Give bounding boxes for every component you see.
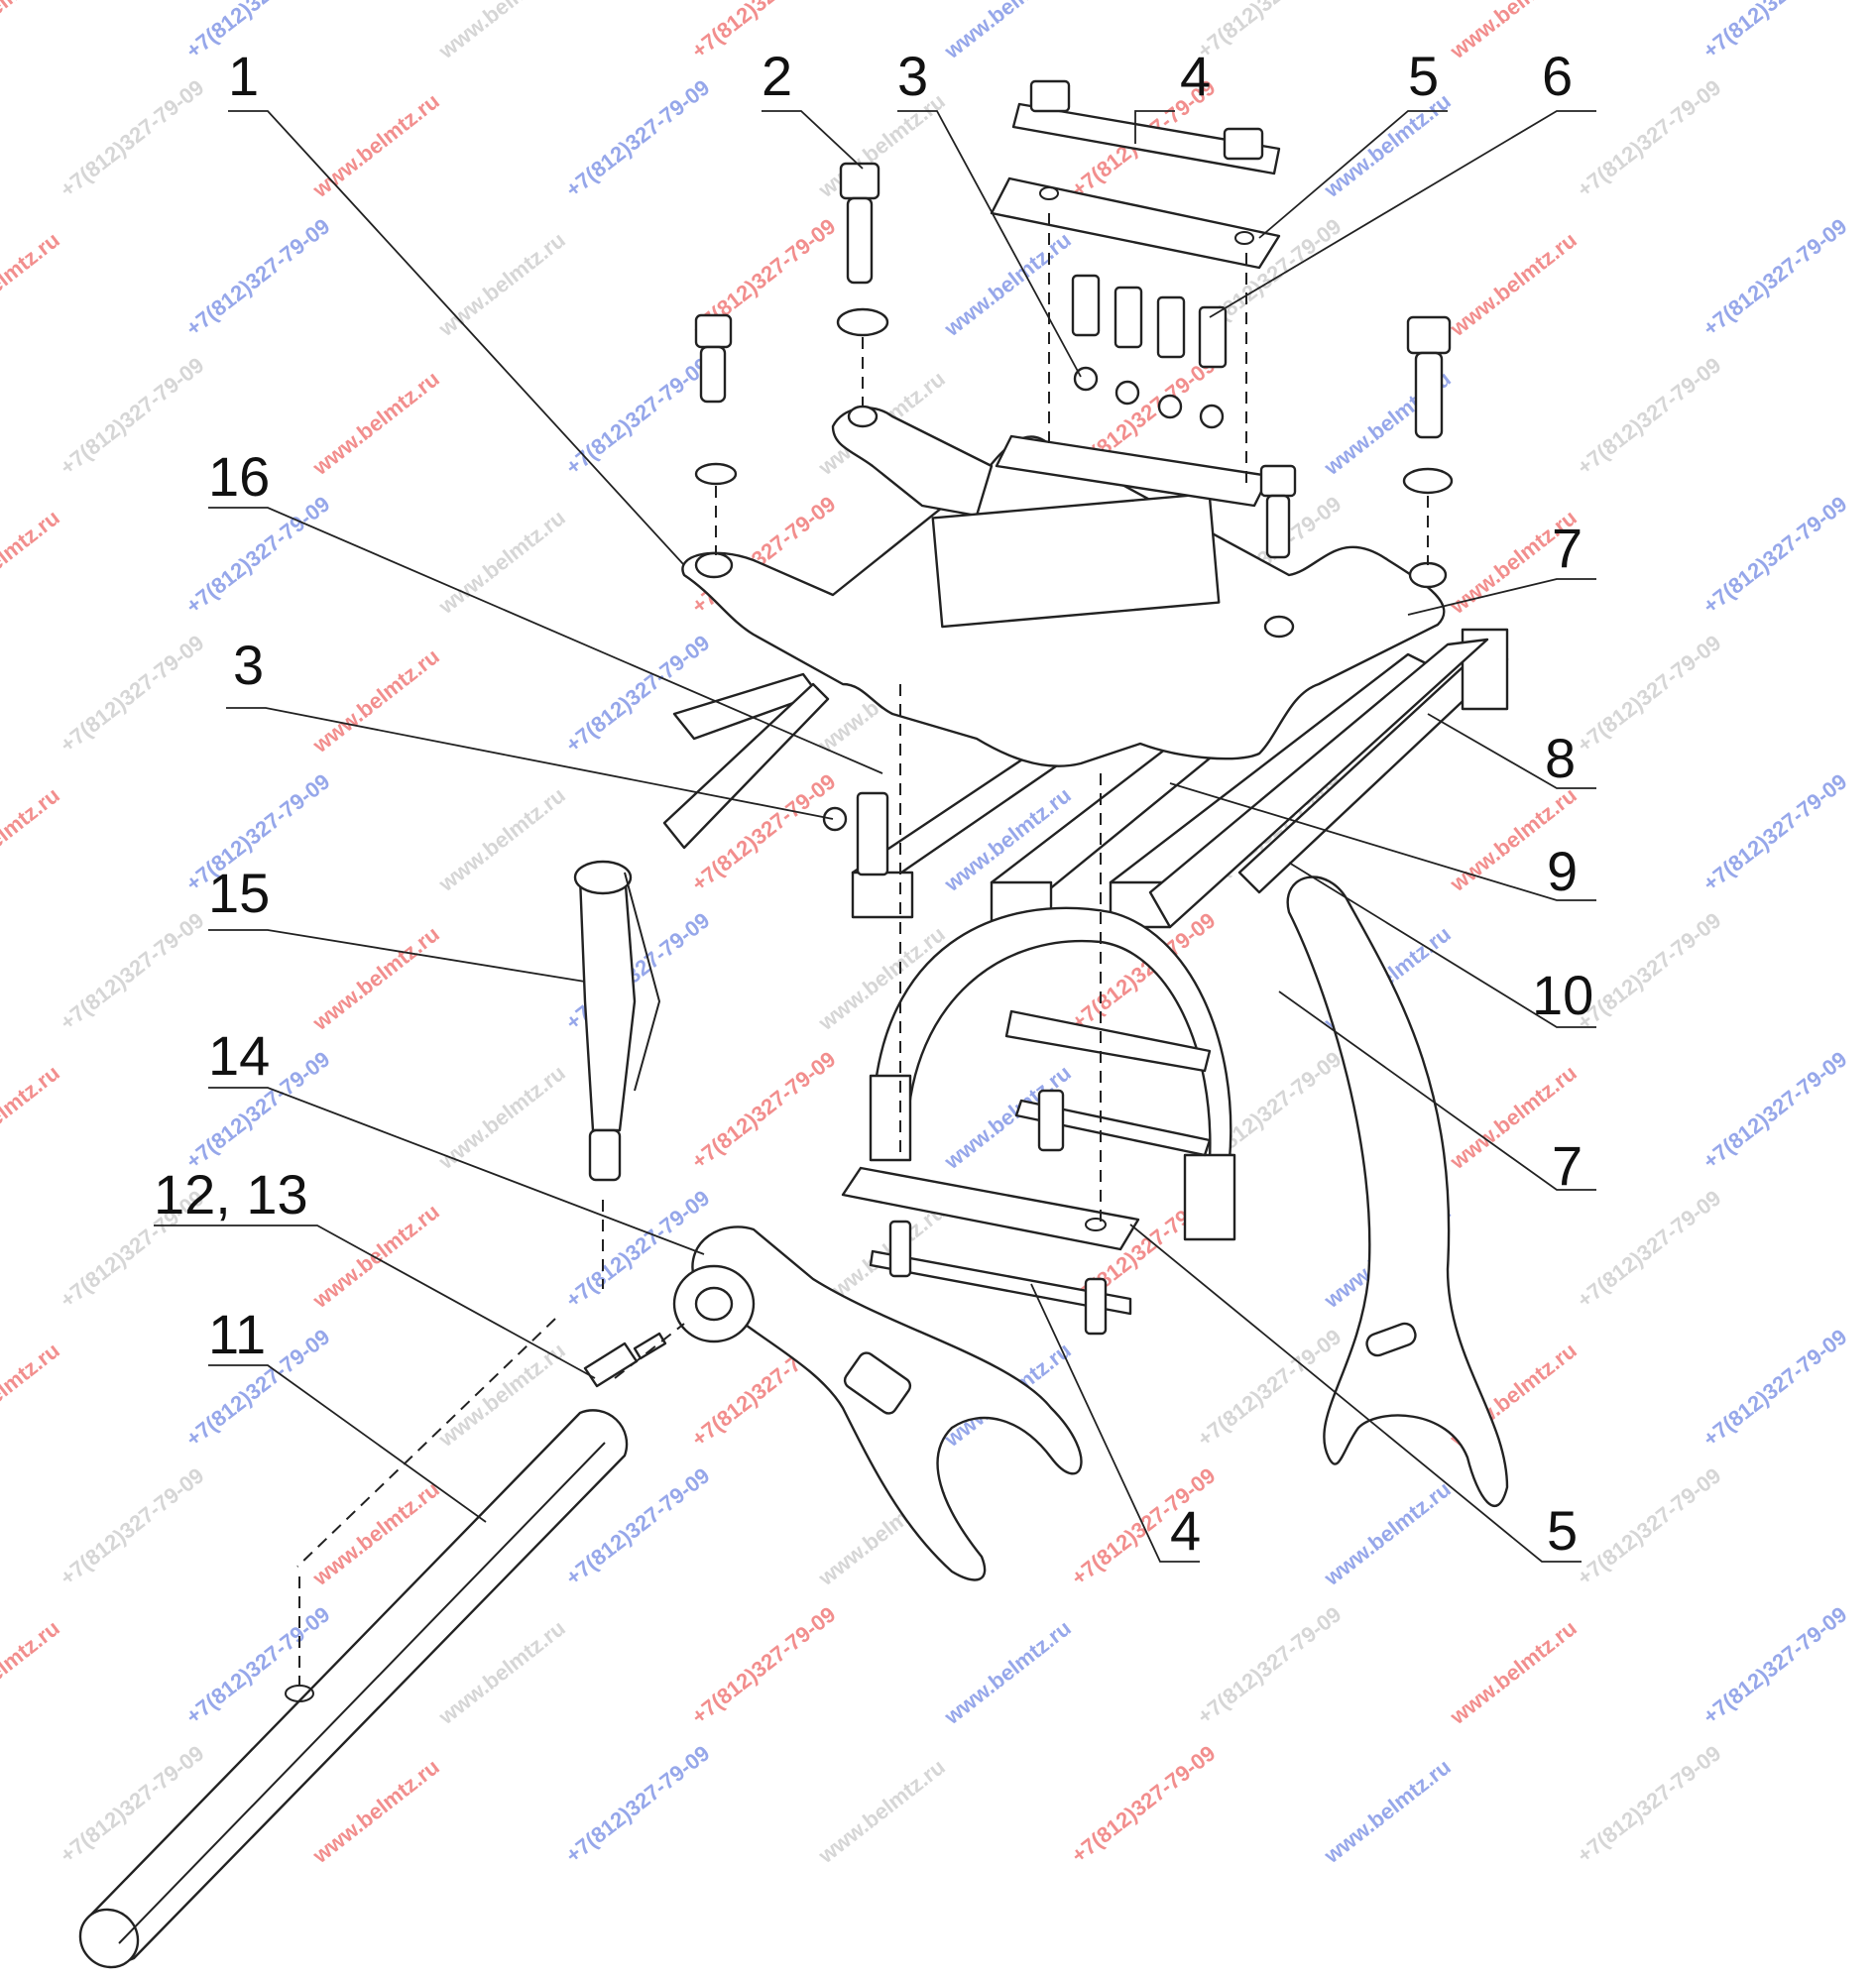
watermark-text: +7(812)327-79-09 — [1573, 907, 1726, 1035]
watermark-text: www.belmtz.ru — [0, 227, 64, 341]
watermark-text: www.belmtz.ru — [1319, 1476, 1456, 1590]
watermark-text: www.belmtz.ru — [433, 0, 570, 64]
watermark-text: www.belmtz.ru — [939, 0, 1076, 64]
watermark-text: +7(812)327-79-09 — [1573, 1185, 1726, 1313]
watermark-text: www.belmtz.ru — [307, 643, 444, 758]
watermark-text: +7(812)327-79-09 — [1067, 1740, 1221, 1868]
callout-5-bottom: 5 — [1547, 1499, 1578, 1562]
watermark-text: www.belmtz.ru — [0, 1615, 64, 1729]
callout-2: 2 — [762, 45, 792, 107]
watermark-text: www.belmtz.ru — [0, 0, 64, 64]
watermark-layer: www.belmtz.ru+7(812)327-79-09www.belmtz.… — [0, 0, 1851, 1869]
watermark-text: +7(812)327-79-09 — [1573, 1740, 1726, 1868]
watermark-text: www.belmtz.ru — [0, 1060, 64, 1174]
watermark-text: +7(812)327-79-09 — [687, 1601, 841, 1729]
leader-lines — [154, 110, 1596, 1563]
watermark-text: +7(812)327-79-09 — [1193, 1601, 1347, 1729]
watermark-text: +7(812)327-79-09 — [1699, 768, 1852, 896]
watermark-text: +7(812)327-79-09 — [1573, 352, 1726, 480]
callout-3-mid: 3 — [233, 634, 264, 696]
watermark-text: www.belmtz.ru — [307, 88, 444, 202]
watermark-text: +7(812)327-79-09 — [56, 630, 209, 758]
watermark-text: +7(812)327-79-09 — [1699, 213, 1852, 341]
watermark-text: www.belmtz.ru — [307, 1754, 444, 1868]
watermark-text: www.belmtz.ru — [0, 782, 64, 896]
watermark-text: +7(812)327-79-09 — [181, 213, 335, 341]
bolts-2 — [694, 162, 1454, 876]
watermark-text: +7(812)327-79-09 — [56, 907, 209, 1035]
callout-4-top: 4 — [1180, 45, 1211, 107]
springs-6 — [1071, 274, 1228, 429]
callout-labels: 1 2 3 4 5 6 16 3 7 8 15 9 10 14 7 12, 13… — [154, 45, 1593, 1562]
callout-14: 14 — [208, 1024, 270, 1087]
callout-8: 8 — [1545, 727, 1576, 789]
watermark-text: +7(812)327-79-09 — [56, 352, 209, 480]
lower-plates — [841, 1009, 1212, 1336]
watermark-text: www.belmtz.ru — [939, 1615, 1076, 1729]
callout-15: 15 — [208, 862, 270, 924]
watermark-text: +7(812)327-79-09 — [1699, 0, 1852, 63]
callout-11: 11 — [208, 1303, 266, 1365]
watermark-text: www.belmtz.ru — [813, 88, 950, 202]
callout-1: 1 — [228, 45, 259, 107]
watermark-text: +7(812)327-79-09 — [561, 352, 715, 480]
shift-fork-14 — [672, 1225, 1083, 1581]
watermark-text: +7(812)327-79-09 — [56, 74, 209, 202]
watermark-text: +7(812)327-79-09 — [687, 1046, 841, 1174]
watermark-text: www.belmtz.ru — [433, 1060, 570, 1174]
watermark-text: +7(812)327-79-09 — [1573, 630, 1726, 758]
callout-7-top: 7 — [1552, 517, 1583, 579]
watermark-text: www.belmtz.ru — [433, 1338, 570, 1452]
callout-9: 9 — [1547, 840, 1578, 902]
watermark-text: www.belmtz.ru — [433, 1615, 570, 1729]
watermark-text: www.belmtz.ru — [307, 921, 444, 1035]
watermark-text: www.belmtz.ru — [433, 227, 570, 341]
callout-10: 10 — [1532, 964, 1593, 1026]
watermark-text: www.belmtz.ru — [433, 782, 570, 896]
watermark-text: +7(812)327-79-09 — [56, 1462, 209, 1590]
shift-fork-right — [1286, 875, 1509, 1507]
housing-plate-1 — [681, 405, 1448, 767]
assembly-centerlines — [296, 213, 1429, 1686]
watermark-text: www.belmtz.ru — [1319, 1754, 1456, 1868]
callout-6: 6 — [1542, 45, 1573, 107]
top-plates — [990, 79, 1281, 270]
watermark-text: www.belmtz.ru — [813, 1754, 950, 1868]
central-fork — [869, 906, 1236, 1241]
watermark-text: +7(812)327-79-09 — [1193, 0, 1347, 63]
callout-3-top: 3 — [897, 45, 928, 107]
watermark-text: www.belmtz.ru — [307, 366, 444, 480]
watermark-text: +7(812)327-79-09 — [1699, 491, 1852, 619]
callout-5-top: 5 — [1408, 45, 1439, 107]
watermark-text: www.belmtz.ru — [0, 505, 64, 619]
watermark-text: +7(812)327-79-09 — [561, 74, 715, 202]
pin-15 — [573, 860, 661, 1182]
watermark-text: +7(812)327-79-09 — [1193, 1324, 1347, 1452]
bolt-12-13 — [583, 1332, 667, 1388]
watermark-text: www.belmtz.ru — [1445, 227, 1582, 341]
watermark-text: www.belmtz.ru — [1445, 1615, 1582, 1729]
callout-4-bottom: 4 — [1170, 1499, 1201, 1562]
watermark-text: www.belmtz.ru — [433, 505, 570, 619]
watermark-text: +7(812)327-79-09 — [1699, 1601, 1852, 1729]
watermark-text: www.belmtz.ru — [307, 1199, 444, 1313]
watermark-text: www.belmtz.ru — [939, 227, 1076, 341]
watermark-text: +7(812)327-79-09 — [561, 630, 715, 758]
watermark-text: +7(812)327-79-09 — [181, 491, 335, 619]
watermark-text: www.belmtz.ru — [0, 1338, 64, 1452]
callout-16: 16 — [208, 445, 270, 508]
watermark-text: +7(812)327-79-09 — [561, 1740, 715, 1868]
callout-7-bottom: 7 — [1552, 1134, 1583, 1197]
watermark-text: +7(812)327-79-09 — [1573, 1462, 1726, 1590]
watermark-text: +7(812)327-79-09 — [1699, 1324, 1852, 1452]
watermark-text: +7(812)327-79-09 — [1699, 1046, 1852, 1174]
watermark-text: +7(812)327-79-09 — [1573, 74, 1726, 202]
callout-12-13: 12, 13 — [154, 1163, 308, 1225]
